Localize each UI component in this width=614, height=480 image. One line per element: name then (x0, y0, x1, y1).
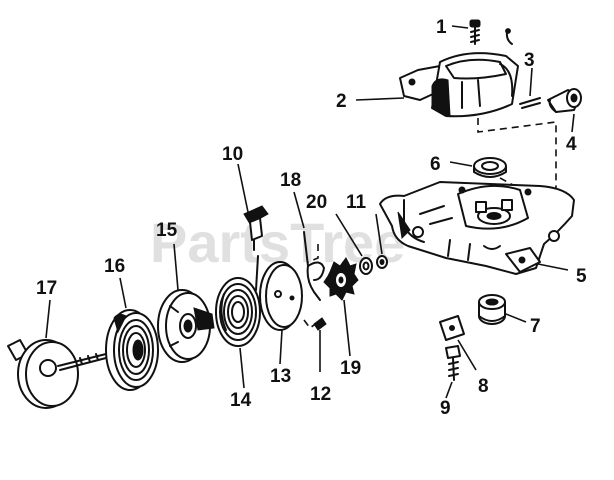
label-part-10: 10 (222, 144, 243, 165)
part-number-labels: 1 2 3 4 5 6 7 8 9 10 11 12 13 14 15 16 1… (36, 17, 587, 419)
part-16-spring-housing (105, 309, 159, 391)
part-5-housing (379, 181, 575, 275)
part-13-disc (259, 261, 303, 331)
assembly-line-pin (307, 244, 319, 263)
label-part-19: 19 (340, 358, 361, 379)
label-part-17: 17 (36, 278, 57, 299)
label-part-5: 5 (576, 266, 587, 287)
part-4-spark-plug-boot (547, 88, 582, 113)
label-part-12: 12 (310, 384, 331, 405)
part-1-screw (469, 19, 513, 45)
label-part-4: 4 (566, 134, 577, 155)
part-3-pin (519, 97, 541, 109)
label-part-18: 18 (280, 170, 301, 191)
label-part-15: 15 (156, 220, 178, 241)
label-part-3: 3 (524, 50, 535, 71)
part-19-ratchet (323, 257, 359, 301)
label-part-14: 14 (230, 390, 252, 411)
label-part-9: 9 (440, 398, 451, 419)
label-part-7: 7 (530, 316, 541, 337)
label-part-13: 13 (270, 366, 291, 387)
label-part-2: 2 (336, 91, 347, 112)
part-18-spring-clip (303, 231, 325, 301)
label-part-16: 16 (104, 256, 125, 277)
part-8-nut (439, 315, 465, 341)
part-9-bolt (445, 345, 461, 381)
label-part-8: 8 (478, 376, 489, 397)
part-15-pulley (157, 289, 215, 363)
part-17-cover (7, 339, 107, 409)
part-2-ignition-module (399, 52, 519, 118)
part-10-pawl (243, 205, 269, 251)
part-7-bushing (478, 294, 506, 325)
label-part-1: 1 (436, 17, 447, 38)
part-6-washer (473, 157, 507, 178)
part-11-washer (376, 255, 388, 269)
label-part-6: 6 (430, 154, 441, 175)
leader-lines (45, 25, 575, 399)
label-part-11: 11 (346, 192, 367, 213)
assembly-line-module (477, 118, 557, 210)
part-14-recoil-spring (215, 255, 261, 347)
part-20-ring (359, 257, 373, 275)
label-part-20: 20 (306, 192, 327, 213)
part-12-pin (313, 317, 327, 331)
